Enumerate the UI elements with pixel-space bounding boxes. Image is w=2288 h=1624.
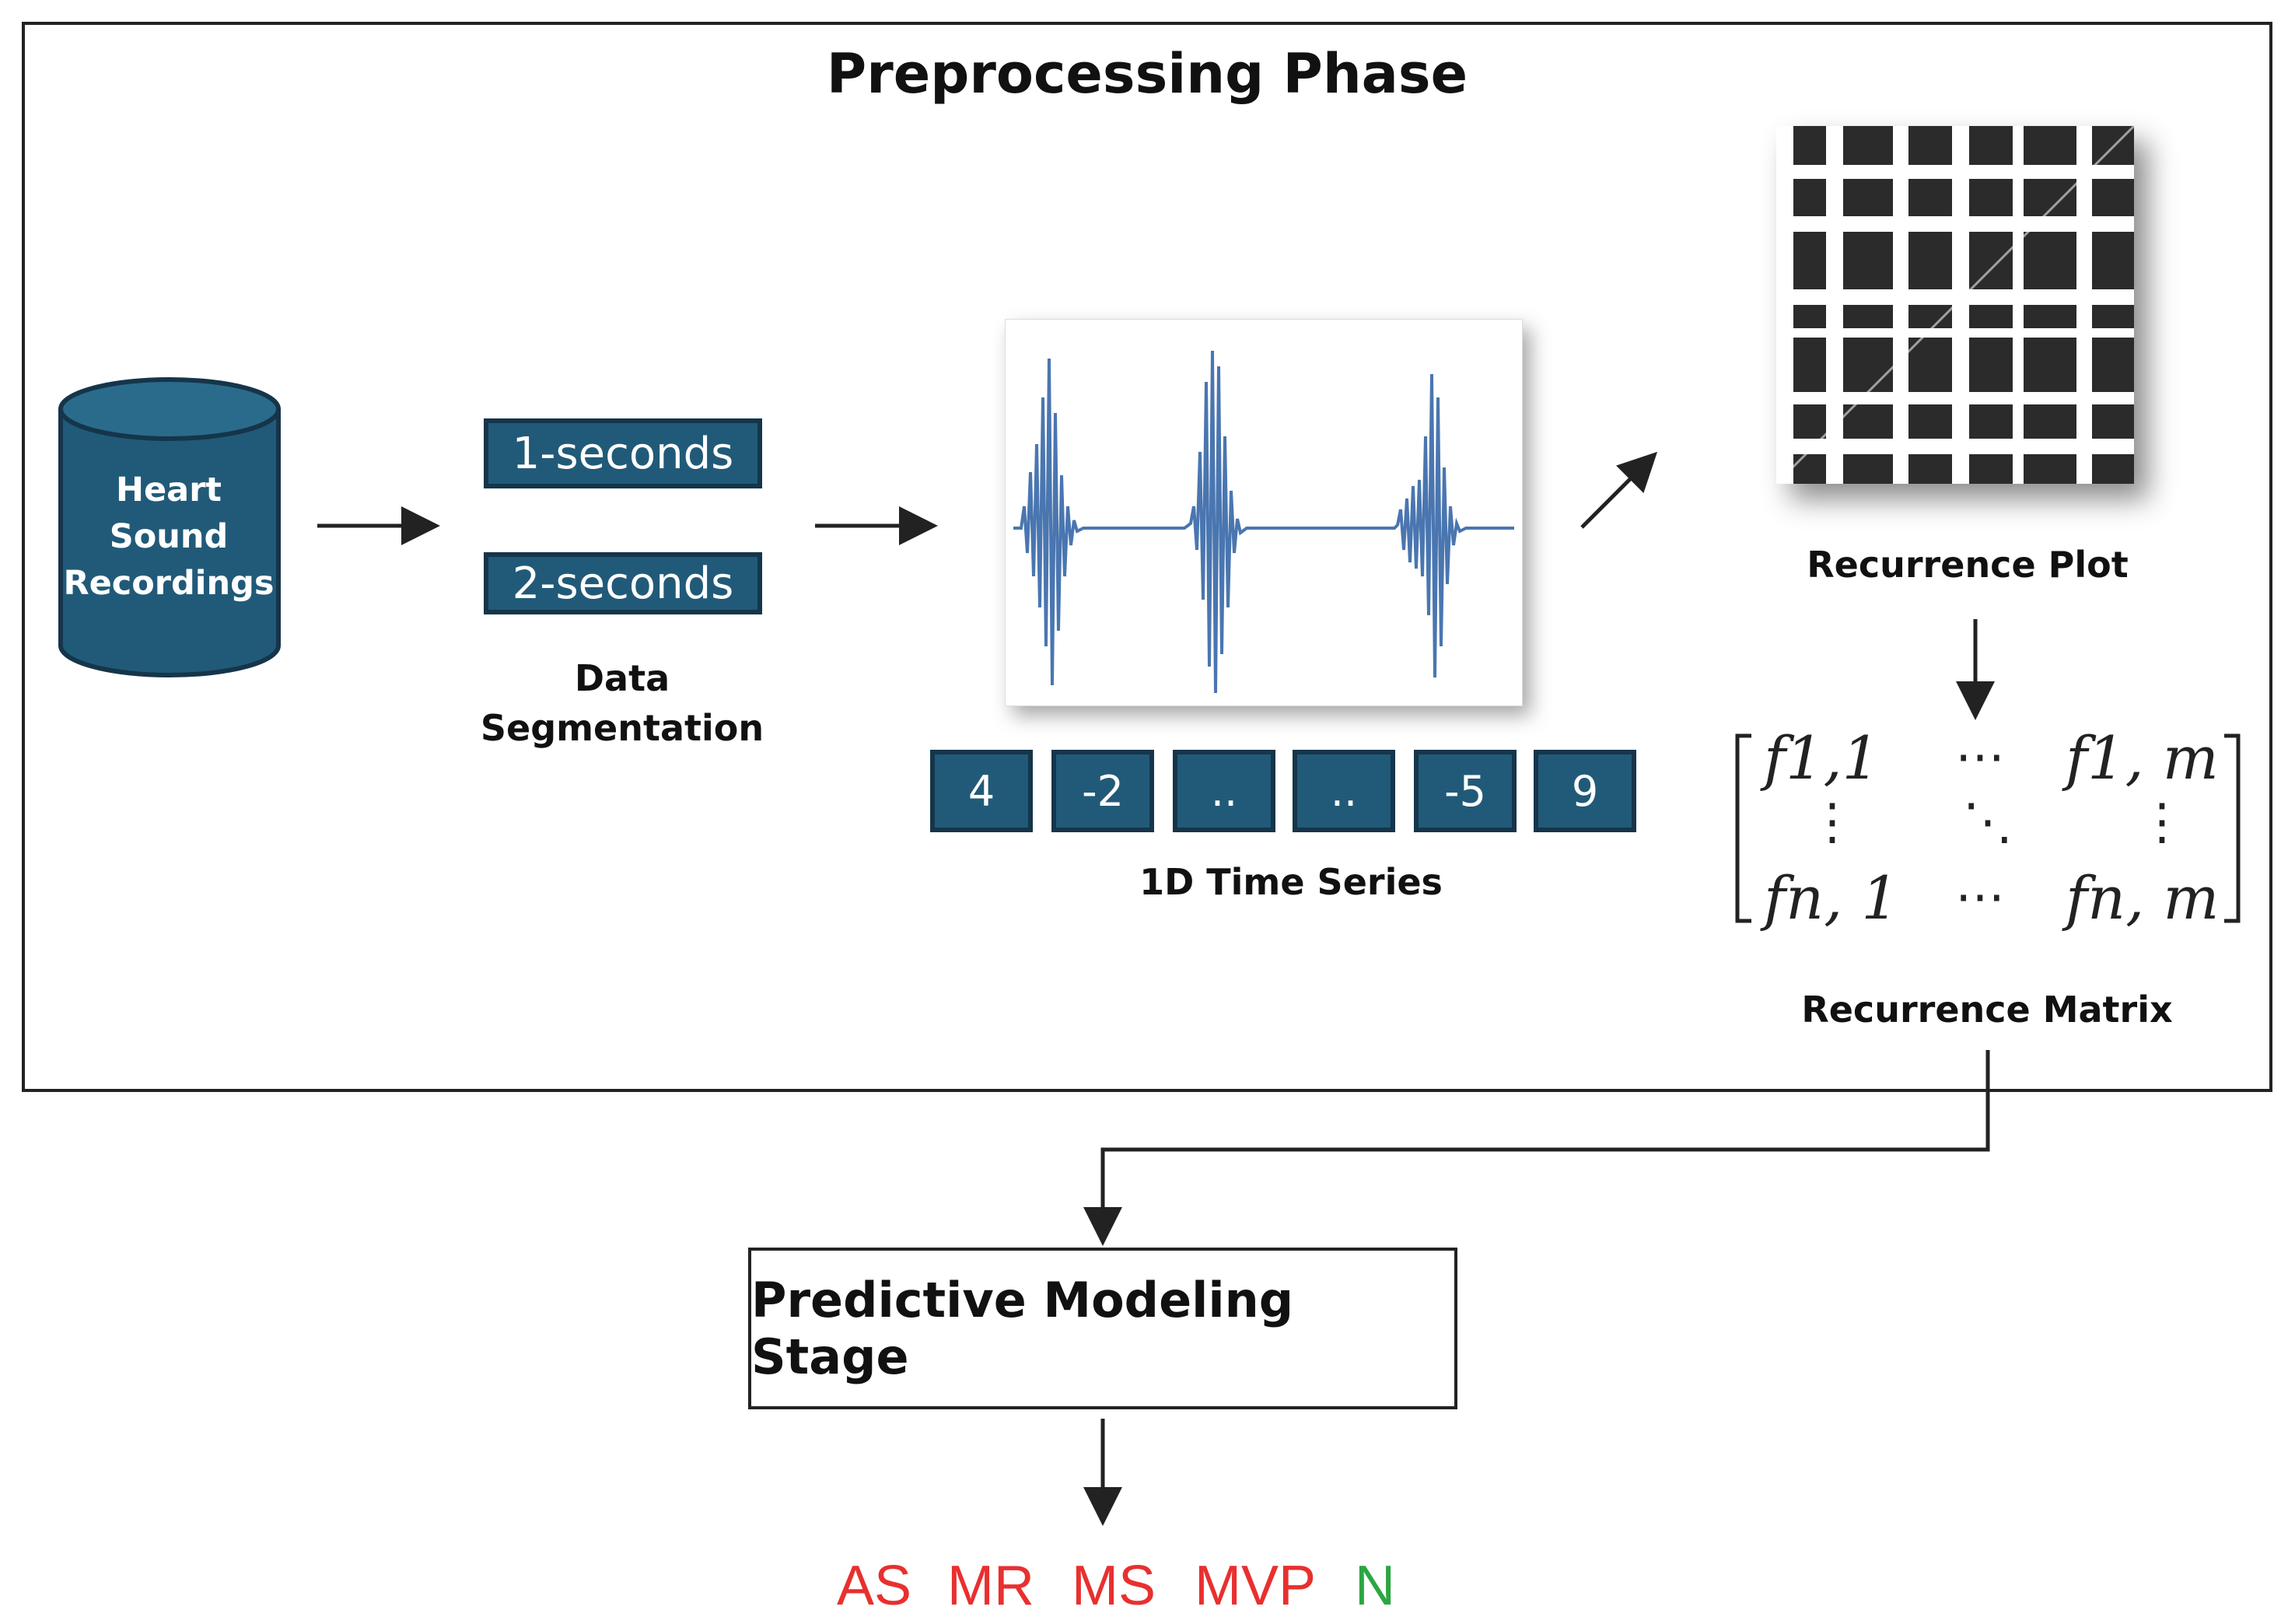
preprocessing-frame (22, 22, 2272, 1092)
matrix-cell-fn-m: fn, m (2066, 863, 2220, 933)
recurrence-plot-label: Recurrence Plot (1807, 544, 2129, 586)
segment-1-seconds: 1-seconds (484, 418, 762, 488)
matrix-vdots-left: ⋮ (1807, 793, 1857, 851)
class-mr: MR (947, 1555, 1034, 1617)
waveform-panel (1005, 319, 1523, 706)
series-value-3: .. (1173, 750, 1275, 832)
series-value-5: -5 (1414, 750, 1517, 832)
preprocessing-title: Preprocessing Phase (826, 42, 1468, 106)
segment-2-seconds: 2-seconds (484, 552, 762, 614)
heart-sound-recordings-label: Heart Sound Recordings (63, 471, 275, 603)
time-series-label: 1D Time Series (1139, 861, 1443, 903)
recurrence-matrix: f1,1 ⋯ f1, m ⋮ ⋱ ⋮ fn, 1 ⋯ fn, m (1731, 723, 2244, 933)
series-value-1: 4 (930, 750, 1033, 832)
matrix-cell-f1-m: f1, m (2066, 723, 2219, 793)
class-n: N (1355, 1555, 1395, 1617)
recurrence-matrix-label: Recurrence Matrix (1801, 989, 2173, 1031)
matrix-hdots-top: ⋯ (1955, 728, 2005, 786)
class-as: AS (837, 1555, 912, 1617)
recurrence-plot-image (1775, 124, 2136, 485)
matrix-ddots: ⋱ (1963, 793, 2013, 851)
series-value-6: 9 (1534, 750, 1636, 832)
class-ms: MS (1072, 1555, 1156, 1617)
matrix-hdots-bottom: ⋯ (1955, 868, 2005, 926)
arrow-matrix-to-model (1083, 1050, 1990, 1246)
series-value-4: .. (1293, 750, 1395, 832)
data-segmentation-label: Data Segmentation (480, 657, 764, 749)
predictive-modeling-stage-box: Predictive Modeling Stage (748, 1248, 1457, 1409)
matrix-cell-fn-1: fn, 1 (1764, 863, 1899, 933)
arrow-series-to-plot (1580, 451, 1658, 529)
heart-sound-waveform (1013, 350, 1514, 694)
matrix-cell-f1-1: f1,1 (1764, 723, 1880, 793)
series-value-2: -2 (1051, 750, 1154, 832)
database-cylinder-icon (58, 377, 281, 677)
matrix-vdots-right: ⋮ (2137, 793, 2187, 851)
class-mvp: MVP (1195, 1555, 1317, 1617)
matrix-brackets (1735, 733, 2241, 923)
